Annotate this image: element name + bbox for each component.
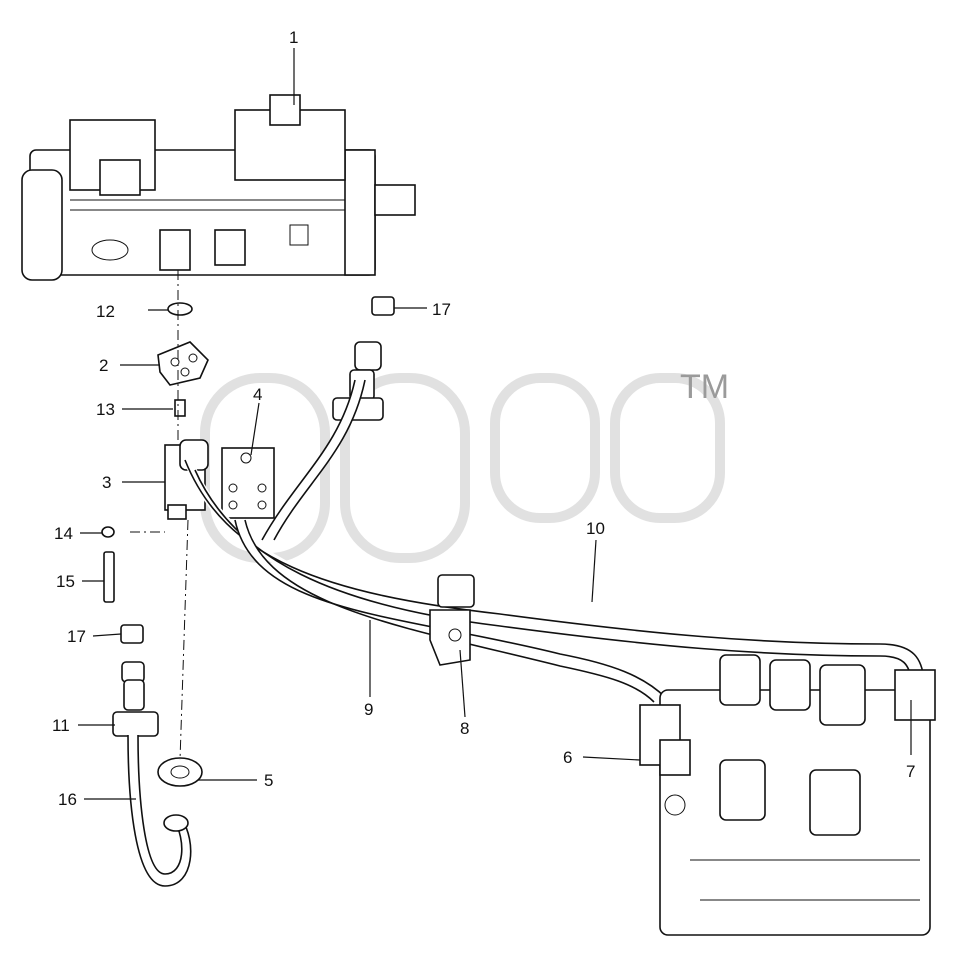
bolt-15 <box>103 551 115 603</box>
callout-7: 7 <box>906 762 915 781</box>
callout-13: 13 <box>96 400 115 419</box>
callout-2: 2 <box>99 356 108 375</box>
leader-lines <box>78 48 912 800</box>
callout-16: 16 <box>58 790 77 809</box>
callout-8: 8 <box>460 719 469 738</box>
screw-13 <box>174 399 186 417</box>
callout-4: 4 <box>253 385 262 404</box>
callout-17-upper: 17 <box>432 300 451 319</box>
callout-5: 5 <box>264 771 273 790</box>
callout-11: 11 <box>52 716 70 735</box>
callout-12: 12 <box>96 302 115 321</box>
control-valve <box>639 654 936 936</box>
callout-14: 14 <box>54 524 73 543</box>
hose-16 <box>127 734 192 887</box>
fitting-17-lower <box>120 624 145 711</box>
trademark-symbol: TM <box>680 368 729 406</box>
pump-assembly <box>21 94 416 281</box>
callout-1: 1 <box>289 28 298 47</box>
callout-10: 10 <box>586 519 605 538</box>
flange-2 <box>157 341 209 386</box>
callout-3: 3 <box>102 473 111 492</box>
flange-5 <box>157 757 203 787</box>
callout-15: 15 <box>56 572 75 591</box>
hoses-9-10 <box>184 379 925 704</box>
callout-9: 9 <box>364 700 373 719</box>
watermark-logo: TM <box>200 368 729 563</box>
bracket-8 <box>429 574 475 666</box>
callout-labels: 1 2 3 4 5 6 7 8 9 10 11 12 13 14 15 16 1… <box>52 28 915 809</box>
callout-17-lower: 17 <box>67 627 86 646</box>
callout-6: 6 <box>563 748 572 767</box>
washer-14 <box>101 526 115 538</box>
clamp-11 <box>112 711 159 737</box>
centerline-block <box>179 519 189 761</box>
o-ring-12 <box>167 302 193 316</box>
fitting-4 <box>221 447 275 519</box>
